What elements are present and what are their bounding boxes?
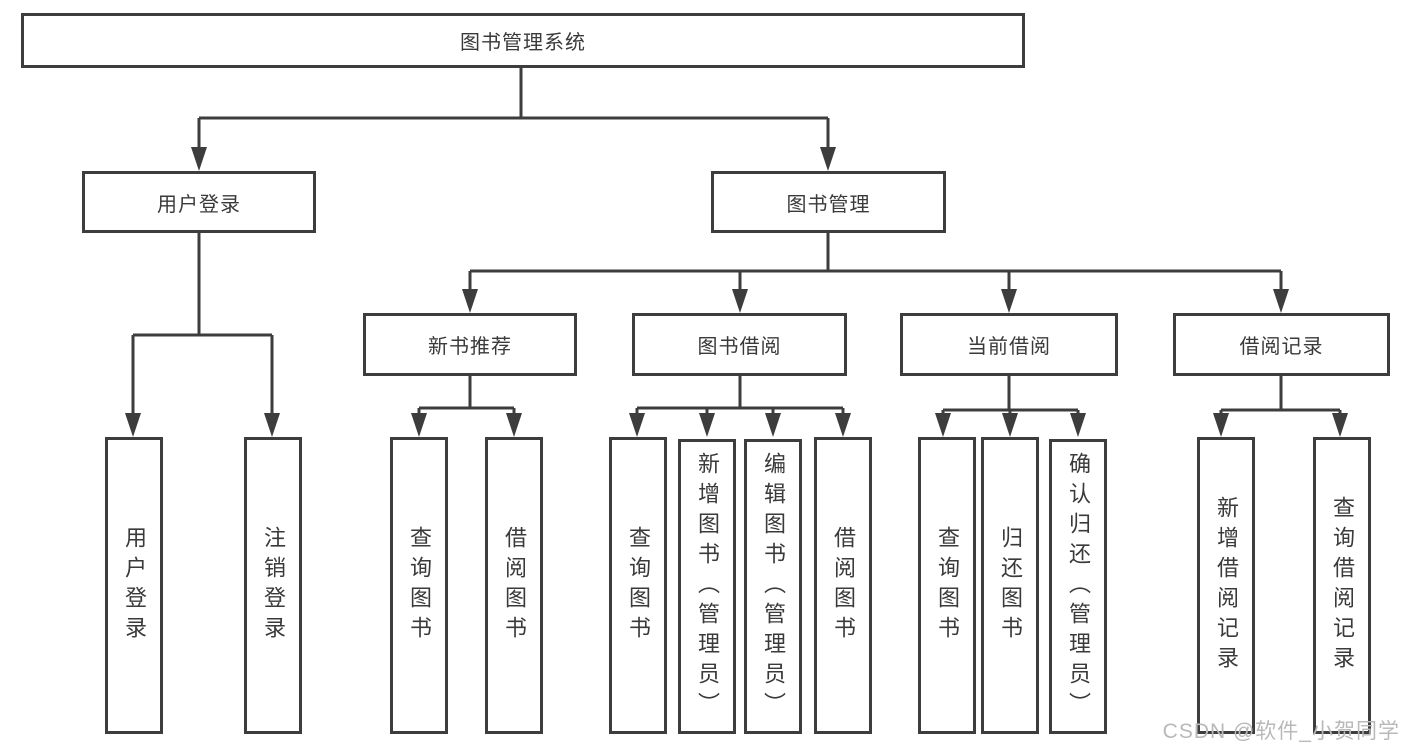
node-new-book-recommendation: 新书推荐 <box>363 313 577 376</box>
node-label: 用户登录 <box>122 525 147 646</box>
node-library-management-system: 图书管理系统 <box>21 13 1025 68</box>
node-label: 当前借阅 <box>967 336 1051 358</box>
node-edit-books-admin: 编辑图书（管理员） <box>744 439 802 734</box>
node-label: 新增借阅记录 <box>1214 495 1239 676</box>
node-current-borrowing: 当前借阅 <box>900 313 1118 376</box>
node-book-management: 图书管理 <box>711 171 946 233</box>
node-label: 查询图书 <box>935 525 960 646</box>
node-label: 借阅图书 <box>502 525 527 646</box>
node-query-books-recommend: 查询图书 <box>390 437 448 734</box>
node-label: 查询图书 <box>407 525 432 646</box>
node-label: 图书借阅 <box>697 336 782 358</box>
node-book-borrowing: 图书借阅 <box>632 313 847 376</box>
node-label: 借阅记录 <box>1239 336 1324 358</box>
node-label: 归还图书 <box>998 525 1023 646</box>
node-label: 新书推荐 <box>428 336 512 358</box>
node-borrowing-records: 借阅记录 <box>1173 313 1390 376</box>
node-label: 确认归还（管理员） <box>1066 451 1091 722</box>
node-label: 新增图书（管理员） <box>695 451 720 722</box>
node-label: 图书管理系统 <box>460 32 586 54</box>
node-query-books-current: 查询图书 <box>918 437 976 734</box>
node-logout-action: 注销登录 <box>244 437 302 734</box>
node-return-books: 归还图书 <box>981 437 1039 734</box>
node-label: 查询图书 <box>626 525 651 646</box>
watermark-text: CSDN @软件_小贺同学 <box>1162 720 1400 743</box>
node-add-books-admin: 新增图书（管理员） <box>678 439 736 734</box>
node-label: 用户登录 <box>157 193 241 216</box>
node-label: 借阅图书 <box>831 525 856 646</box>
node-user-login-action: 用户登录 <box>105 437 163 734</box>
node-label: 查询借阅记录 <box>1330 495 1355 676</box>
node-borrow-books-borrowing: 借阅图书 <box>814 437 872 734</box>
node-label: 编辑图书（管理员） <box>761 451 786 722</box>
node-borrow-books-recommend: 借阅图书 <box>485 437 543 734</box>
node-user-login: 用户登录 <box>82 171 316 233</box>
node-query-borrow-record: 查询借阅记录 <box>1313 437 1371 734</box>
node-confirm-return-admin: 确认归还（管理员） <box>1049 439 1107 734</box>
node-label: 图书管理 <box>786 193 871 216</box>
node-query-books-borrowing: 查询图书 <box>609 437 667 734</box>
node-add-borrow-record: 新增借阅记录 <box>1197 437 1255 734</box>
node-label: 注销登录 <box>261 525 286 646</box>
